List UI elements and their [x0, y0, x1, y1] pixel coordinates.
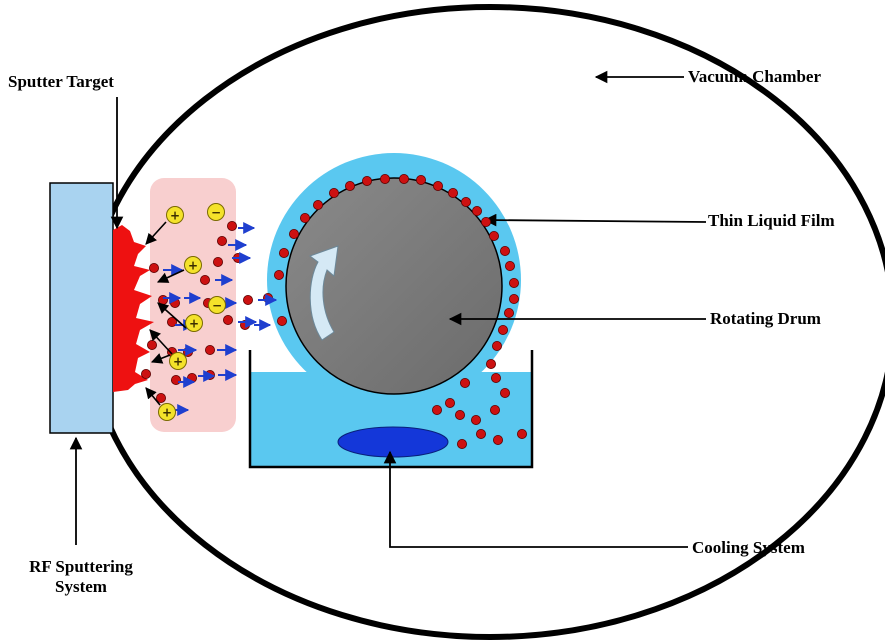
- sputtered-particle: [328, 187, 339, 198]
- label-rf-sputtering-line2: System: [55, 577, 107, 596]
- sputtered-particle: [344, 180, 355, 191]
- sputtered-particle: [489, 404, 500, 415]
- ion-bombardment-arrow-icon: [150, 353, 171, 364]
- sputtered-particle: [398, 173, 409, 184]
- ion-bombardment-arrow-icon: [157, 302, 187, 329]
- sputter-target: [113, 225, 154, 392]
- sputtered-particle: [456, 438, 467, 449]
- sputtered-particle: [454, 409, 465, 420]
- ion-charge-symbol: +: [162, 406, 172, 420]
- ion-charge-symbol: +: [189, 317, 199, 331]
- sputtered-particle: [204, 344, 215, 355]
- sputtered-particle: [170, 374, 181, 385]
- sputtered-particle: [273, 269, 284, 280]
- label-cooling-system: Cooling System: [692, 538, 805, 557]
- label-vacuum-chamber: Vacuum Chamber: [688, 67, 822, 86]
- sputtered-particle: [480, 216, 491, 227]
- sputtered-particle: [460, 196, 471, 207]
- plasma-ions: +−+−+++: [158, 203, 226, 421]
- ion-positive-icon: [158, 403, 176, 421]
- liquid-bath-walls: [248, 350, 534, 469]
- sputtered-particle: [199, 274, 210, 285]
- sputtered-particle: [140, 368, 151, 379]
- sputtered-particle: [312, 199, 323, 210]
- sputtered-particle: [262, 292, 273, 303]
- label-rotating-drum: Rotating Drum: [710, 309, 821, 328]
- ion-charge-symbol: +: [173, 355, 183, 369]
- sputtered-particles: [140, 173, 528, 449]
- sputtered-particle: [157, 294, 168, 305]
- sputtered-particle: [485, 358, 496, 369]
- sputtered-particle: [379, 173, 390, 184]
- sputtered-particle: [475, 428, 486, 439]
- sputtered-particle: [288, 228, 299, 239]
- sputtered-particle: [432, 180, 443, 191]
- cooling-element: [337, 426, 449, 458]
- sputtered-particle: [499, 245, 510, 256]
- ion-charge-symbol: +: [170, 209, 180, 223]
- sputtered-particle: [415, 174, 426, 185]
- sputtered-particle: [278, 247, 289, 258]
- sputtered-particle: [148, 262, 159, 273]
- sputtered-particle: [504, 260, 515, 271]
- cooling-system-pointer: [383, 450, 688, 548]
- plasma-region: [150, 178, 236, 432]
- sputtered-particle: [276, 315, 287, 326]
- sputtered-particle: [444, 397, 455, 408]
- label-rf-sputtering-system: RF Sputtering System: [6, 557, 156, 597]
- label-sputter-target: Sputter Target: [8, 72, 114, 91]
- rotating-drum: [285, 177, 503, 395]
- sputtered-particle: [242, 294, 253, 305]
- sputtered-particle: [492, 434, 503, 445]
- sputtered-particle: [459, 377, 470, 388]
- ion-bombardment-arrow-icon: [145, 221, 167, 245]
- sputtered-particle: [299, 212, 310, 223]
- sputtered-particle: [488, 230, 499, 241]
- sputtered-particle: [447, 187, 458, 198]
- ion-bombardment-arrow-icon: [156, 269, 185, 283]
- sputtered-particle: [490, 372, 501, 383]
- ion-negative-icon: [208, 296, 226, 314]
- label-thin-liquid-film: Thin Liquid Film: [708, 211, 835, 230]
- sputtered-particle: [471, 205, 482, 216]
- ion-charge-symbol: −: [212, 299, 222, 313]
- sputtered-particle: [508, 293, 519, 304]
- label-rf-sputtering-line1: RF Sputtering: [29, 557, 133, 576]
- rotation-arrow-icon: [308, 245, 339, 341]
- ion-charge-symbol: +: [188, 259, 198, 273]
- thin-liquid-film-pointer: [483, 213, 707, 227]
- ion-positive-icon: [169, 352, 187, 370]
- ion-positive-icon: [185, 314, 203, 332]
- sputtered-particle: [431, 404, 442, 415]
- sputtered-particle: [166, 316, 177, 327]
- sputtered-particle: [517, 428, 528, 439]
- sputtered-particle: [222, 314, 233, 325]
- sputtered-particle: [508, 277, 519, 288]
- ion-bombardment-arrow-icon: [145, 387, 161, 406]
- ion-positive-icon: [184, 256, 202, 274]
- ion-charge-symbol: −: [211, 206, 221, 220]
- sputtered-particle: [497, 324, 508, 335]
- rf-sputtering-electrode: [49, 182, 114, 434]
- sputtered-particle: [491, 340, 502, 351]
- sputtered-particle: [146, 339, 157, 350]
- ion-bombardment-arrows: [145, 221, 187, 406]
- sputtered-particle: [169, 297, 180, 308]
- sputtered-particle: [470, 414, 481, 425]
- sputtered-particle: [503, 307, 514, 318]
- ion-negative-icon: [207, 203, 225, 221]
- sputtered-particle: [361, 175, 372, 186]
- sputtered-particle: [499, 387, 510, 398]
- ion-bombardment-arrow-icon: [149, 329, 173, 355]
- ion-positive-icon: [166, 206, 184, 224]
- sputtered-particle: [212, 256, 223, 267]
- sputtered-particle: [216, 235, 227, 246]
- sputtered-particle: [226, 220, 237, 231]
